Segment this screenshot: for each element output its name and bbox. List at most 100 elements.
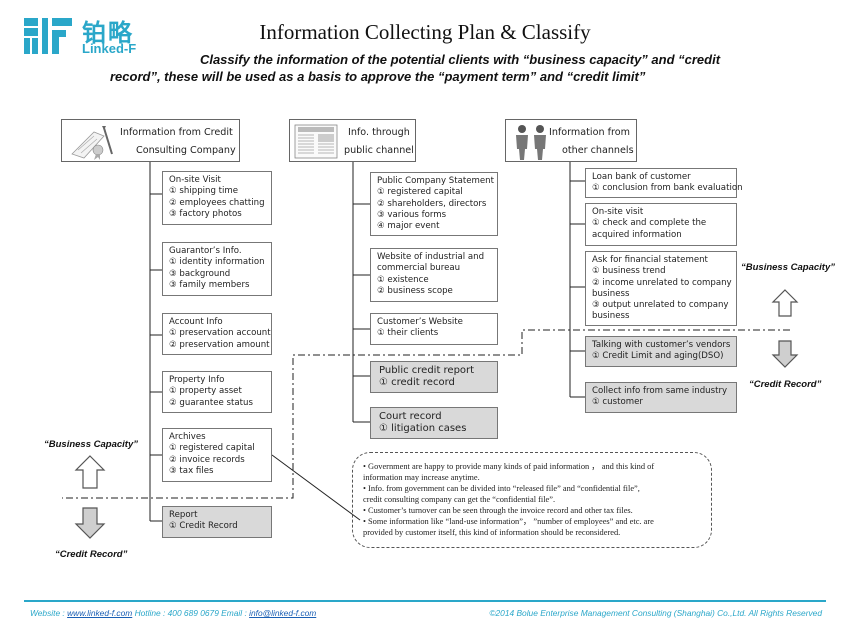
down-arrow-icon bbox=[74, 507, 106, 539]
box-line: ② guarantee status bbox=[169, 397, 253, 408]
people-icon bbox=[516, 125, 546, 160]
info-box-vendors: Talking with customer’s vendors ① Credit… bbox=[585, 336, 737, 367]
down-arrow-icon bbox=[771, 340, 799, 368]
info-box-loan-bank: Loan bank of customer ① conclusion from … bbox=[585, 168, 743, 198]
subtitle-line-2: record”, these will be used as a basis t… bbox=[110, 69, 646, 84]
box-line: Public Company Statement bbox=[377, 176, 495, 186]
column-header-public-channel: Info. through public channel bbox=[289, 119, 416, 162]
box-line: On-site visit bbox=[592, 207, 644, 217]
logo-mark bbox=[24, 18, 72, 54]
business-capacity-label-left: “Business Capacity” bbox=[44, 439, 138, 450]
note-line: • Info. from government can be divided i… bbox=[363, 484, 640, 493]
column-header-line-1: Information from bbox=[549, 127, 630, 138]
page-subtitle: Classify the information of the potentia… bbox=[110, 51, 770, 85]
note-line: • Some information like “land-use inform… bbox=[363, 517, 654, 526]
box-line: Archives bbox=[169, 432, 206, 442]
box-line: Loan bank of customer bbox=[592, 172, 691, 182]
info-box-account: Account Info ① preservation account ② pr… bbox=[162, 313, 272, 355]
box-line: Public credit report bbox=[379, 365, 475, 376]
box-line: ② invoice records bbox=[169, 454, 245, 465]
box-line: ① customer bbox=[592, 397, 643, 408]
box-line: Property Info bbox=[169, 375, 225, 385]
info-box-onsite-visit-other: On-site visit ① check and complete the a… bbox=[585, 203, 737, 246]
note-line: credit consulting company can get the “c… bbox=[363, 495, 556, 504]
info-box-public-credit-report: Public credit report ① credit record bbox=[370, 361, 498, 393]
box-line: Collect info from same industry bbox=[592, 386, 728, 396]
logo-chinese-text: 铂略 bbox=[82, 19, 134, 47]
note-line: • Government are happy to provide many k… bbox=[363, 462, 655, 471]
box-line: Guarantor’s Info. bbox=[169, 246, 242, 256]
hotline-text: Hotline : 400 689 0679 Email : bbox=[132, 608, 250, 618]
column-header-line-2: other channels bbox=[562, 145, 634, 156]
certificate-pen-icon bbox=[71, 126, 113, 160]
box-line: ① check and complete the bbox=[592, 218, 707, 229]
footer-divider bbox=[24, 600, 826, 602]
info-box-property: Property Info ① property asset ② guarant… bbox=[162, 371, 272, 413]
subtitle-line-1: Classify the information of the potentia… bbox=[199, 52, 721, 67]
column-header-line-2: Consulting Company bbox=[136, 145, 236, 156]
box-line: ① conclusion from bank evaluation bbox=[592, 183, 743, 194]
newspaper-icon bbox=[294, 124, 338, 159]
website-label: Website : bbox=[30, 608, 68, 618]
note-line: • Customer’s turnover can be seen throug… bbox=[363, 506, 633, 515]
page-title: Information Collecting Plan & Classify bbox=[259, 20, 591, 44]
logo-english-text: Linked-F bbox=[82, 41, 137, 56]
box-line: ① property asset bbox=[169, 386, 242, 397]
box-line: ① identity information bbox=[169, 257, 265, 268]
box-line: ③ output unrelated to company bbox=[592, 300, 729, 311]
info-box-public-company-statement: Public Company Statement ① registered ca… bbox=[370, 172, 498, 236]
box-line: ② income unrelated to company bbox=[592, 277, 732, 288]
box-line: commercial bureau bbox=[377, 263, 461, 274]
business-capacity-label-right: “Business Capacity” bbox=[741, 262, 835, 273]
website-link[interactable]: www.linked-f.com bbox=[67, 608, 133, 618]
column-header-line-1: Information from Credit bbox=[120, 127, 233, 138]
up-arrow-icon bbox=[771, 289, 799, 317]
box-line: ② shareholders, directors bbox=[377, 198, 487, 209]
info-box-financial-statement: Ask for financial statement ① business t… bbox=[585, 251, 737, 326]
box-line: ① credit record bbox=[379, 377, 455, 388]
note-line: provided by customer itself, this kind o… bbox=[363, 528, 621, 537]
note-line: information may increase anytime. bbox=[363, 473, 480, 482]
box-line: ③ tax files bbox=[169, 465, 214, 476]
box-line: ① business trend bbox=[592, 266, 666, 277]
box-line: ③ various forms bbox=[377, 209, 447, 220]
info-box-court-record: Court record ① litigation cases bbox=[370, 407, 498, 439]
box-line: Website of industrial and bbox=[377, 252, 485, 262]
info-box-customer-website: Customer’s Website ① their clients bbox=[370, 313, 498, 345]
box-line: ② employees chatting bbox=[169, 197, 265, 208]
box-line: ① existence bbox=[377, 274, 429, 285]
box-line: ① Credit Limit and aging(DSO) bbox=[592, 351, 724, 362]
box-line: ① preservation account bbox=[169, 328, 271, 339]
credit-record-label-left: “Credit Record” bbox=[55, 549, 128, 560]
box-line: ① shipping time bbox=[169, 186, 239, 197]
government-info-note: • Government are happy to provide many k… bbox=[352, 452, 712, 548]
column-header-line-2: public channel bbox=[344, 145, 414, 156]
up-arrow-icon bbox=[74, 455, 106, 489]
box-line: ① their clients bbox=[377, 328, 439, 339]
box-line: Report bbox=[169, 510, 198, 520]
box-line: ① registered capital bbox=[169, 443, 255, 454]
info-box-same-industry: Collect info from same industry ① custom… bbox=[585, 382, 737, 413]
box-line: ③ background bbox=[169, 268, 231, 279]
box-line: On-site Visit bbox=[169, 175, 221, 185]
email-link[interactable]: info@linked-f.com bbox=[249, 608, 317, 618]
credit-record-label-right: “Credit Record” bbox=[749, 379, 822, 390]
box-line: business bbox=[592, 288, 630, 299]
box-line: ③ factory photos bbox=[169, 208, 242, 219]
info-box-archives: Archives ① registered capital ② invoice … bbox=[162, 428, 272, 482]
info-box-report: Report ① Credit Record bbox=[162, 506, 272, 538]
box-line: ④ major event bbox=[377, 221, 440, 232]
footer-contact: Website : www.linked-f.com Hotline : 400… bbox=[30, 608, 316, 618]
box-line: Account Info bbox=[169, 317, 223, 327]
box-line: Customer’s Website bbox=[377, 317, 463, 327]
column-header-line-1: Info. through bbox=[348, 127, 410, 138]
box-line: ② business scope bbox=[377, 285, 453, 296]
info-box-commercial-bureau: Website of industrial and commercial bur… bbox=[370, 248, 498, 302]
footer-copyright: ©2014 Bolue Enterprise Management Consul… bbox=[489, 608, 822, 618]
box-line: ② preservation amount bbox=[169, 339, 270, 350]
info-box-guarantor: Guarantor’s Info. ① identity information… bbox=[162, 242, 272, 296]
box-line: Talking with customer’s vendors bbox=[592, 340, 731, 350]
info-box-onsite-visit: On-site Visit ① shipping time ② employee… bbox=[162, 171, 272, 225]
box-line: business bbox=[592, 311, 630, 322]
